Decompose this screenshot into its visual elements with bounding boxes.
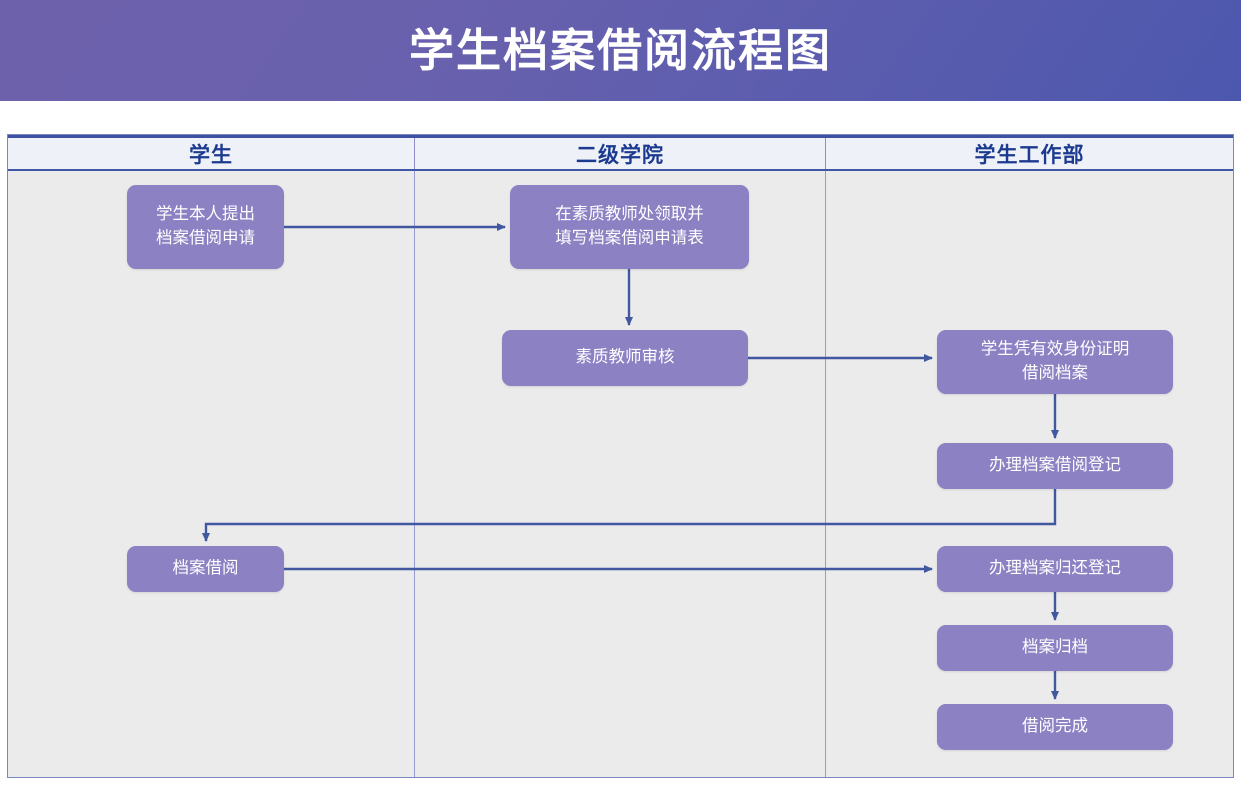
lane-header-student: 学生: [8, 138, 415, 169]
node-label: 在素质教师处领取并 填写档案借阅申请表: [555, 205, 704, 247]
node-regborrow[interactable]: 办理档案借阅登记: [937, 443, 1173, 489]
node-fetchform[interactable]: 在素质教师处领取并 填写档案借阅申请表: [510, 185, 749, 269]
node-label: 档案归档: [1022, 638, 1088, 657]
node-borrow[interactable]: 档案借阅: [127, 546, 284, 592]
node-regreturn[interactable]: 办理档案归还登记: [937, 546, 1173, 592]
node-label: 办理档案借阅登记: [989, 456, 1121, 475]
lane-header-row: 学生 二级学院 学生工作部: [8, 135, 1233, 171]
node-review[interactable]: 素质教师审核: [502, 330, 748, 386]
node-label: 学生凭有效身份证明 借阅档案: [980, 340, 1130, 382]
node-apply[interactable]: 学生本人提出 档案借阅申请: [127, 185, 284, 269]
node-label: 档案借阅: [172, 559, 239, 578]
node-label: 办理档案归还登记: [989, 559, 1121, 578]
lane-header-label: 学生: [189, 143, 233, 167]
node-done[interactable]: 借阅完成: [937, 704, 1173, 750]
lane-header-college: 二级学院: [415, 138, 826, 169]
lane-header-label: 学生工作部: [974, 143, 1085, 167]
title-banner: 学生档案借阅流程图: [0, 0, 1241, 101]
lane-body-student: [8, 171, 415, 777]
lane-body-row: [8, 171, 1233, 777]
node-label: 学生本人提出 档案借阅申请: [156, 205, 255, 247]
node-archive[interactable]: 档案归档: [937, 625, 1173, 671]
lane-header-label: 二级学院: [576, 143, 664, 167]
lane-header-student-affairs: 学生工作部: [826, 138, 1233, 169]
swimlane-diagram: 学生 二级学院 学生工作部: [7, 134, 1234, 778]
lane-body-college: [415, 171, 826, 777]
node-label: 素质教师审核: [575, 348, 675, 367]
page-title: 学生档案借阅流程图: [408, 25, 832, 76]
node-idborrow[interactable]: 学生凭有效身份证明 借阅档案: [937, 330, 1173, 394]
node-label: 借阅完成: [1022, 717, 1088, 736]
